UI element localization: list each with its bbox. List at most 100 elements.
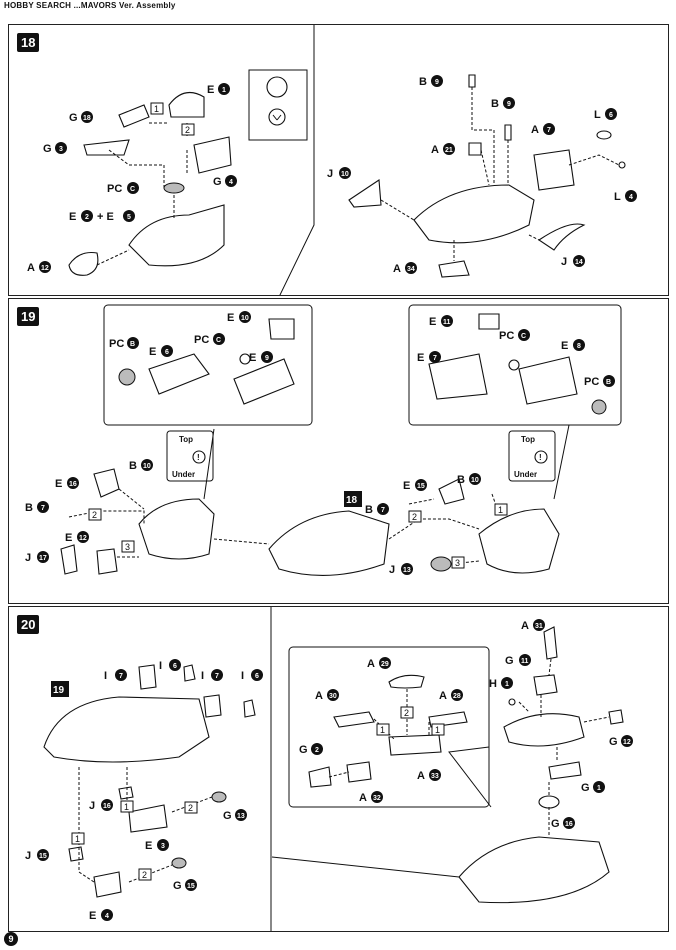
svg-text:15: 15 [39,853,47,860]
svg-text:A: A [367,658,375,670]
svg-text:B: B [25,502,33,514]
callout-under-left: Under [172,470,195,479]
svg-text:3: 3 [161,843,165,850]
num-e5: 5 [127,214,131,221]
svg-text:16: 16 [103,803,111,810]
svg-text:H: H [489,678,497,690]
callout-under-right: Under [514,470,537,479]
svg-text:E: E [403,480,410,492]
step-19-box3b: 3 [455,558,460,568]
svg-text:1: 1 [380,725,385,735]
label-a: A [27,262,35,274]
part-i6b [243,699,256,718]
part-j14 [538,223,586,251]
svg-text:6: 6 [255,673,259,680]
svg-text:G: G [609,736,618,748]
label-e: E [69,211,76,223]
step-19-ref-18 [344,491,362,507]
num-a7: 7 [547,127,551,134]
svg-text:PC: PC [194,334,209,346]
part-i7b [203,694,222,718]
svg-text:2: 2 [142,870,147,880]
svg-text:I: I [159,660,162,672]
svg-text:1: 1 [597,785,601,792]
part-e12 [96,548,118,575]
num-g3: 3 [59,146,63,153]
label-l: L [614,191,621,203]
top-under-callout-left [166,430,214,482]
part-a12 [68,251,99,276]
step-20-number: 20 [17,615,40,634]
step-18-body [128,204,225,267]
part-g11 [533,674,558,696]
label-plus-e: + E [97,211,114,223]
part-i6a [183,664,196,682]
label-a: A [393,263,401,275]
svg-text:E: E [227,312,234,324]
svg-text:1: 1 [435,725,440,735]
part-i7a [138,664,157,690]
step-18-inset [248,69,308,141]
part-g13 [211,791,227,803]
part-g18 [118,104,150,128]
step-19-box2b: 2 [412,512,417,522]
part-a31 [543,626,558,660]
svg-text:A: A [359,792,367,804]
svg-text:E: E [65,532,72,544]
step-19-panel: 19 Top ! Under Top ! Under [8,298,669,604]
step-19-number: 19 [17,307,40,326]
svg-text:E: E [149,346,156,358]
part-g3 [83,139,130,156]
label-j: J [327,168,333,180]
label-a: A [531,124,539,136]
label-l: L [594,109,601,121]
svg-text:1: 1 [75,834,80,844]
num-g4: 4 [229,179,233,186]
svg-text:2: 2 [315,747,319,754]
label-e: E [207,84,214,96]
svg-text:19: 19 [53,685,65,696]
part-j13 [430,556,452,572]
label-g: G [69,112,78,124]
step-20-inset [288,646,490,808]
top-under-callout-right [508,430,556,482]
svg-text:2: 2 [404,708,409,718]
svg-text:11: 11 [521,658,529,665]
svg-text:G: G [173,880,182,892]
svg-text:1: 1 [505,681,509,688]
step-18-diagram: 1 2 E 1 G 18 G 3 PC C E 2 + E 5 A 12 G 4 [27,25,637,295]
num-l4: 4 [629,194,633,201]
label-a: A [431,144,439,156]
svg-text:31: 31 [535,623,543,630]
num-b9: 9 [435,79,439,86]
svg-text:2: 2 [188,803,193,813]
part-j15 [68,846,84,862]
svg-text:1: 1 [124,802,129,812]
step-19-box2: 2 [92,510,97,520]
svg-text:6: 6 [165,349,169,356]
svg-text:29: 29 [381,661,389,668]
num-j10: 10 [341,171,349,178]
part-g16 [538,795,560,809]
part-l6 [596,130,612,140]
step-19-diagram: Top ! Under Top ! Under 3 2 1 3 2 18 [25,304,622,576]
svg-text:16: 16 [69,481,77,488]
step-19-left-assembly [138,498,215,560]
part-l4 [618,161,626,169]
part-e15 [438,478,465,505]
svg-text:30: 30 [329,693,337,700]
part-a7 [533,149,575,191]
part-h1 [508,698,516,706]
num-a34: 34 [407,266,415,273]
svg-text:10: 10 [471,477,479,484]
svg-text:7: 7 [381,507,385,514]
svg-text:13: 13 [403,567,411,574]
svg-text:A: A [521,620,529,632]
label-b: B [419,76,427,88]
num-b9: 9 [507,101,511,108]
svg-text:C: C [216,337,221,344]
svg-text:B: B [606,379,611,386]
svg-text:PC: PC [499,330,514,342]
